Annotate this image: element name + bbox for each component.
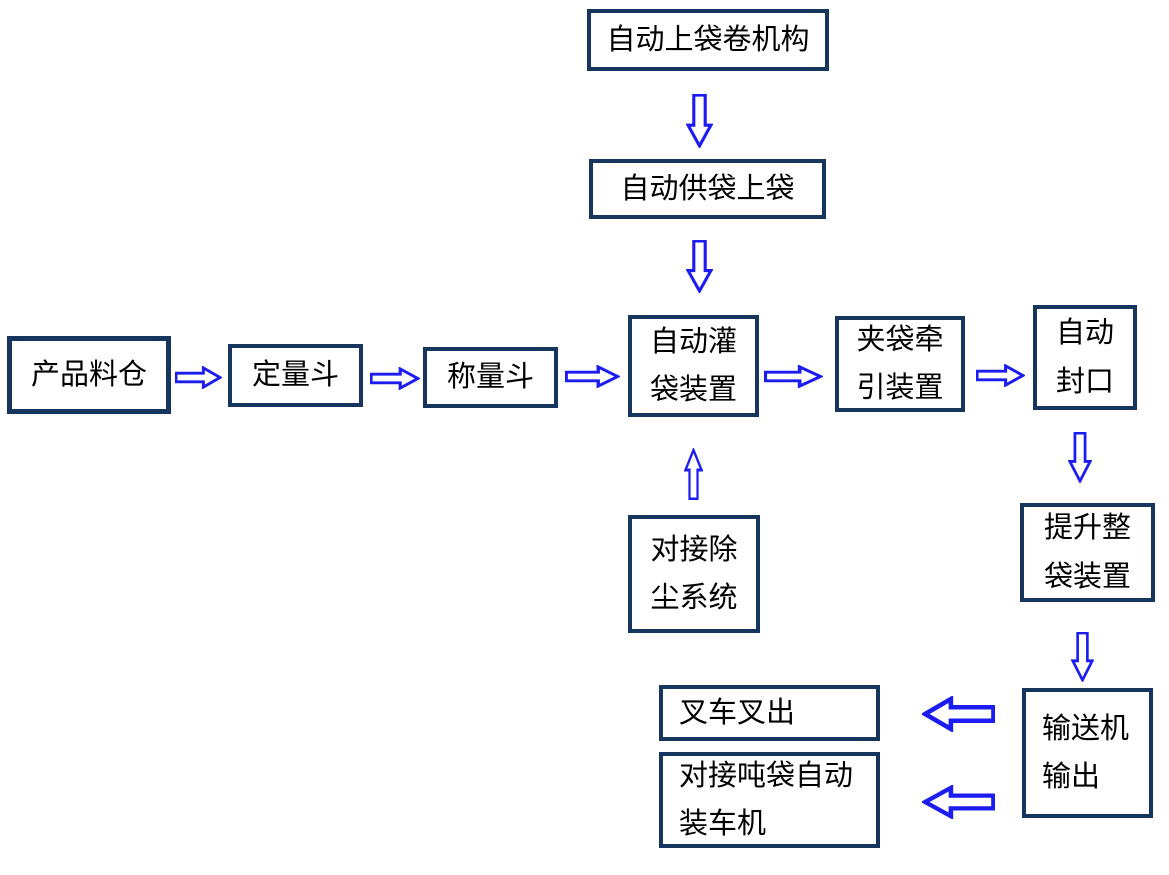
arrow-left-icon [922, 785, 995, 819]
node-weighing-hopper: 称量斗 [423, 347, 558, 408]
node-auto-sealing: 自动 封口 [1033, 305, 1137, 410]
node-quantitative-hopper: 定量斗 [228, 344, 363, 407]
arrow-down-icon [686, 94, 713, 148]
node-ton-bag-auto-truck-loader: 对接吨袋自动 装车机 [659, 752, 880, 848]
arrow-left-icon [922, 696, 995, 732]
node-auto-bag-roll-mechanism: 自动上袋卷机构 [587, 9, 829, 71]
node-auto-bag-filling-device: 自动灌 袋装置 [628, 315, 759, 417]
node-forklift-take-out: 叉车叉出 [659, 685, 880, 741]
arrow-right-icon [976, 364, 1025, 387]
arrow-right-icon [175, 366, 222, 389]
arrow-right-icon [565, 365, 620, 388]
arrow-right-icon [764, 365, 823, 388]
node-whole-bag-lifting-device: 提升整 袋装置 [1020, 503, 1155, 602]
node-bag-clamp-traction-device: 夹袋牵 引装置 [835, 316, 965, 412]
arrow-down-icon [1068, 432, 1092, 483]
node-dust-removal-docking-system: 对接除 尘系统 [628, 515, 760, 633]
node-product-silo: 产品料仓 [7, 336, 171, 414]
arrow-right-icon [370, 367, 420, 390]
node-auto-bag-supply-loading: 自动供袋上袋 [589, 159, 826, 219]
node-conveyor-output: 输送机 输出 [1022, 688, 1153, 818]
arrow-down-icon [686, 240, 713, 293]
arrow-down-icon [1071, 632, 1094, 682]
arrow-up-icon [684, 448, 703, 500]
